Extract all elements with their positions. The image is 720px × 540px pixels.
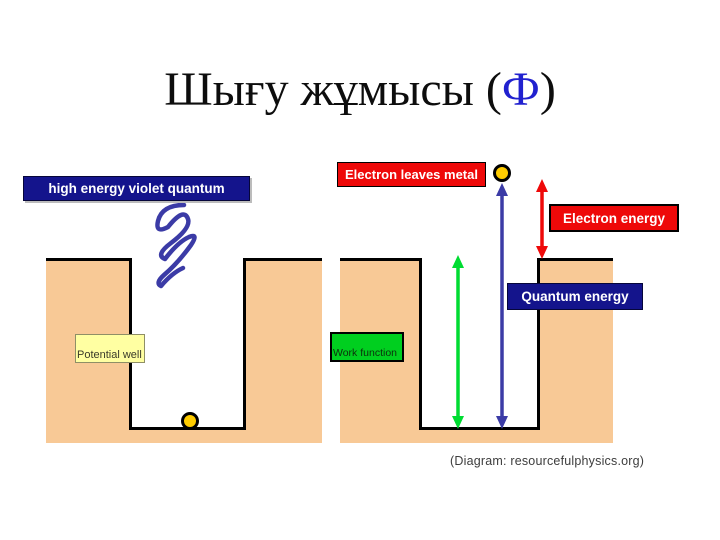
slide-title: Шығу жұмысы (Ф) bbox=[0, 62, 720, 117]
diagram-credit: (Diagram: resourcefulphysics.org) bbox=[450, 454, 645, 468]
potential-well-cavity-left bbox=[129, 258, 246, 430]
electron-dot-icon bbox=[181, 412, 199, 430]
potential-well-label: Potential well bbox=[75, 334, 145, 363]
electron-energy-arrow bbox=[536, 179, 548, 259]
quantum-energy-label: Quantum energy bbox=[507, 283, 643, 310]
electron-leaves-metal-label: Electron leaves metal bbox=[337, 162, 486, 187]
title-phi-symbol: Ф bbox=[501, 63, 540, 116]
electron-dot-icon bbox=[493, 164, 511, 182]
work-function-label: Work function bbox=[330, 332, 404, 362]
high-energy-violet-quantum-label: high energy violet quantum bbox=[23, 176, 250, 201]
title-text: Шығу жұмысы ( bbox=[164, 63, 502, 116]
electron-energy-label: Electron energy bbox=[549, 204, 679, 232]
title-paren-close: ) bbox=[539, 63, 556, 116]
